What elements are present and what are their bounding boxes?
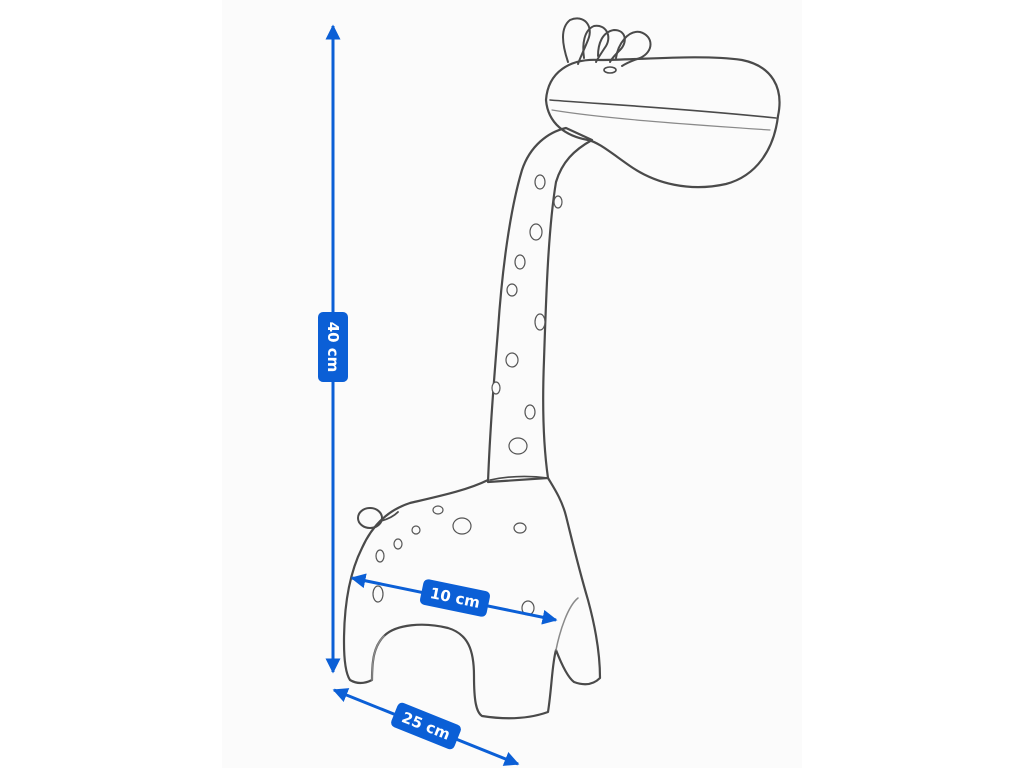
width-label-badge xyxy=(419,579,491,617)
height-label-badge xyxy=(318,312,348,382)
giraffe-horns xyxy=(562,17,652,67)
giraffe-body xyxy=(342,476,602,720)
giraffe-neck xyxy=(486,126,594,484)
background-panel xyxy=(222,0,802,768)
width-dimension: 10 cm xyxy=(350,573,558,625)
height-dimension: 40 cm xyxy=(318,24,348,674)
giraffe-lamp-sketch xyxy=(342,17,781,720)
height-label: 40 cm xyxy=(324,322,342,373)
depth-label-badge xyxy=(391,702,461,750)
